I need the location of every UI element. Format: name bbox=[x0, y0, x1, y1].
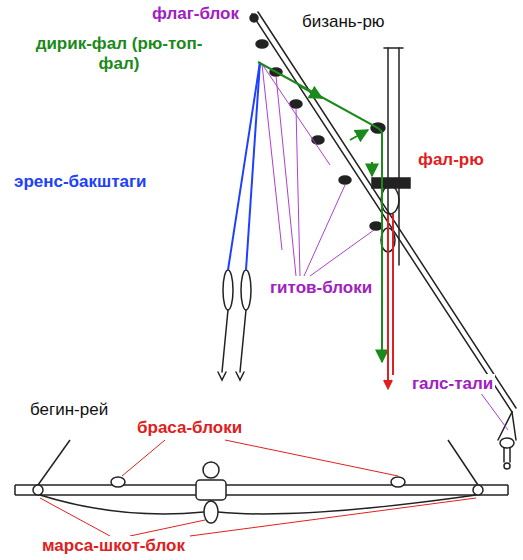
part-label: бегин-рей bbox=[28, 400, 110, 420]
part-label: бизань-рю bbox=[300, 12, 387, 32]
part-label: эренс-бакштаги bbox=[12, 172, 149, 192]
part-label: галс-тали bbox=[410, 374, 495, 394]
part-label: фал-рю bbox=[416, 150, 486, 170]
part-label: марса-шкот-блок bbox=[40, 536, 187, 556]
part-label: дирик-фал (рю-топ-фал) bbox=[22, 34, 216, 74]
part-label: браса-блоки bbox=[135, 418, 244, 438]
part-label: гитов-блоки bbox=[268, 278, 374, 298]
part-label: флаг-блок bbox=[150, 4, 241, 24]
